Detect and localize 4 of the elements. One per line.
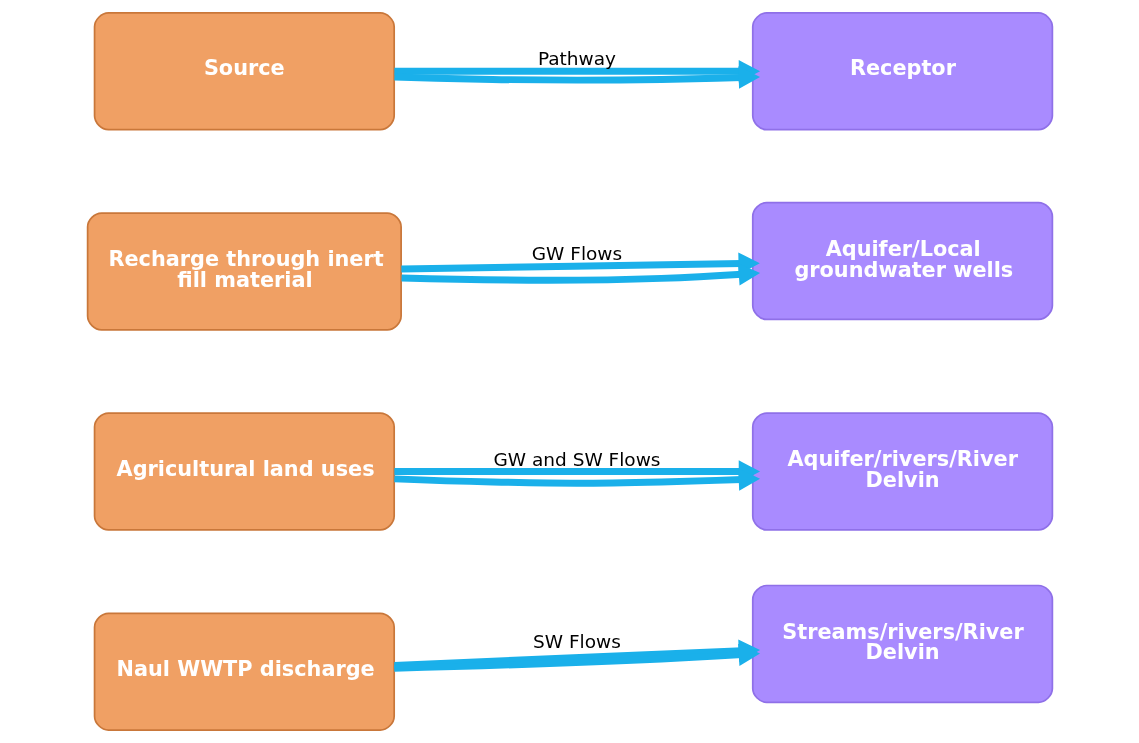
edge-label: SW Flows (532, 631, 621, 653)
edge-label: GW and SW Flows (492, 448, 660, 470)
edge-label: Pathway (537, 48, 616, 70)
edge-label: GW Flows (531, 242, 622, 264)
